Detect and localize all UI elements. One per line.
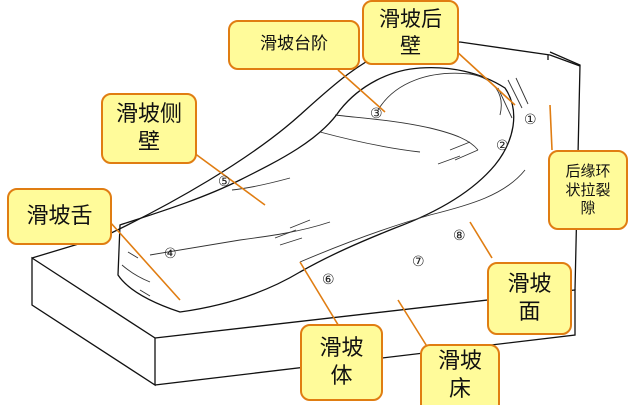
she-text: 滑坡舌 <box>26 203 93 229</box>
mian-line1: 滑坡 <box>507 272 552 297</box>
leader-mian <box>469 221 493 259</box>
label-hou-bi: 滑坡后 壁 <box>362 0 459 65</box>
label-ce-bi: 滑坡侧 壁 <box>101 93 197 164</box>
ce-bi-line1: 滑坡侧 <box>115 102 182 127</box>
number-5: ⑤ <box>218 174 231 190</box>
label-huan: 后缘环 状拉裂 隙 <box>548 150 628 230</box>
huan-line2: 状拉裂 <box>565 180 611 199</box>
number-8: ⑧ <box>453 228 466 244</box>
label-ti: 滑坡 体 <box>300 324 383 401</box>
label-chuang: 滑坡 床 <box>420 344 500 405</box>
ti-line2: 体 <box>330 363 353 389</box>
crack <box>437 141 479 165</box>
hou-bi-line1: 滑坡后 <box>379 7 442 32</box>
toe-texture <box>149 221 331 256</box>
label-tai-jie: 滑坡台阶 <box>228 20 360 70</box>
leader-hou-bi <box>454 49 516 106</box>
rear-scarp <box>377 72 502 116</box>
number-3: ③ <box>370 106 383 122</box>
hou-bi-line2: 壁 <box>400 33 421 58</box>
side-wall-line <box>231 177 291 191</box>
step-line <box>334 114 479 151</box>
chuang-line2: 床 <box>448 376 471 402</box>
slope-back-edge <box>104 41 461 237</box>
number-2: ② <box>496 138 509 154</box>
mian-line2: 面 <box>518 299 541 325</box>
leader-ce-bi <box>189 149 266 206</box>
landslide-body <box>117 66 515 313</box>
toe-texture <box>121 251 151 297</box>
label-she: 滑坡舌 <box>7 188 112 245</box>
step-line <box>319 131 421 153</box>
tai-jie-text: 滑坡台阶 <box>260 34 328 55</box>
leader-huan <box>549 104 553 151</box>
leader-she <box>109 221 181 301</box>
block-outline <box>31 256 156 387</box>
label-mian: 滑坡 面 <box>487 262 572 335</box>
huan-line1: 后缘环 <box>565 161 611 180</box>
leader-chuang <box>397 299 429 349</box>
number-7: ⑦ <box>412 254 425 270</box>
number-1: ① <box>524 112 537 128</box>
crack <box>497 77 529 119</box>
ti-line1: 滑坡 <box>319 336 364 361</box>
crack <box>274 219 311 246</box>
number-6: ⑥ <box>322 272 335 288</box>
number-4: ④ <box>164 246 177 262</box>
sliding-surface <box>299 169 526 263</box>
chuang-line1: 滑坡 <box>437 349 482 374</box>
leader-tai-jie <box>337 69 386 113</box>
ce-bi-line2: 壁 <box>137 129 160 155</box>
huan-line3: 隙 <box>580 199 596 218</box>
leader-ti <box>299 261 341 329</box>
